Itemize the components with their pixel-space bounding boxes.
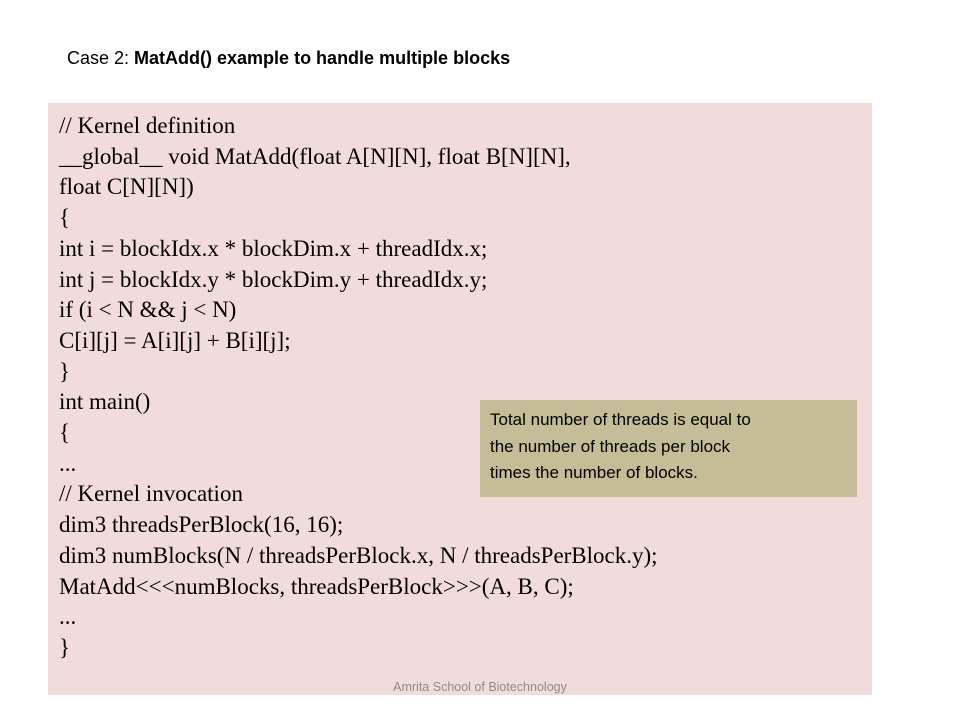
- code-line: ...: [59, 604, 77, 630]
- code-line: if (i < N && j < N): [59, 297, 237, 323]
- code-line: int i = blockIdx.x * blockDim.x + thread…: [59, 235, 488, 261]
- code-line: MatAdd<<<numBlocks, threadsPerBlock>>>(A…: [59, 573, 574, 599]
- callout-note: Total number of threads is equal to the …: [480, 400, 857, 497]
- code-line: {: [59, 420, 71, 446]
- code-line: }: [59, 358, 71, 384]
- code-line: dim3 threadsPerBlock(16, 16);: [59, 512, 344, 538]
- code-line: // Kernel invocation: [59, 481, 243, 507]
- slide-footer: Amrita School of Biotechnology: [393, 680, 567, 694]
- code-line: ...: [59, 450, 77, 476]
- callout-line: Total number of threads is equal to: [490, 410, 751, 429]
- heading-title: MatAdd() example to handle multiple bloc…: [134, 48, 511, 68]
- code-line: float C[N][N]): [59, 174, 194, 200]
- code-line: C[i][j] = A[i][j] + B[i][j];: [59, 327, 291, 353]
- code-line: // Kernel definition: [59, 113, 236, 138]
- callout-line: times the number of blocks.: [490, 463, 698, 482]
- code-line: int main(): [59, 389, 151, 415]
- code-line: __global__ void MatAdd(float A[N][N], fl…: [59, 143, 571, 169]
- code-line: int j = blockIdx.y * blockDim.y + thread…: [59, 266, 488, 292]
- code-line: {: [59, 205, 71, 231]
- code-line: }: [59, 634, 71, 660]
- code-line: dim3 numBlocks(N / threadsPerBlock.x, N …: [59, 542, 658, 568]
- slide-heading: Case 2: MatAdd() example to handle multi…: [67, 48, 510, 69]
- code-block: // Kernel definition __global__ void Mat…: [48, 103, 872, 695]
- callout-line: the number of threads per block: [490, 436, 731, 456]
- heading-prefix: Case 2:: [67, 48, 135, 68]
